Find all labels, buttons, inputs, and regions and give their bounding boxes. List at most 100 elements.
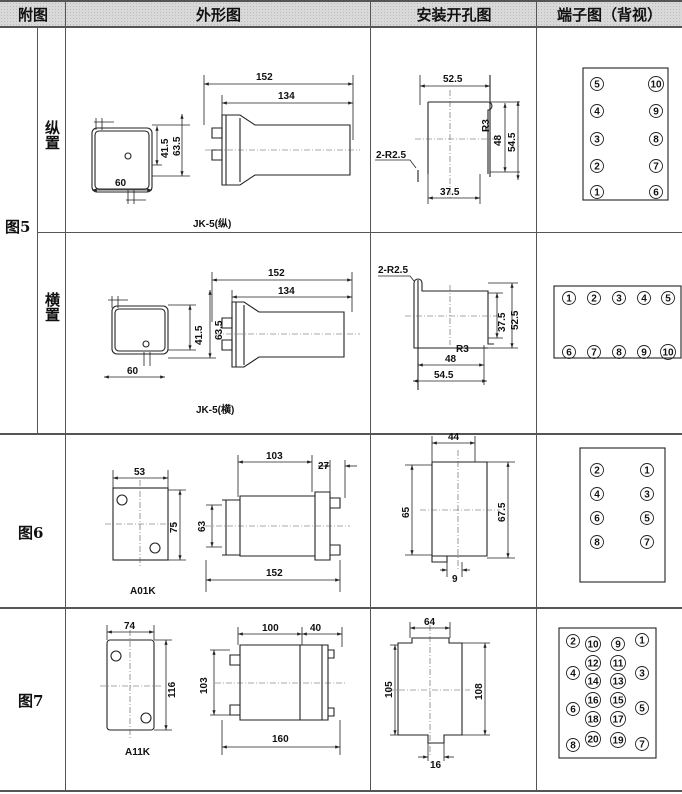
fig7-mount-drawing: 64 105 108 16 [384,617,490,771]
terminal-number: 3 [594,135,600,146]
terminal-number: 12 [587,659,599,670]
dim-label: 2-R2.5 [378,265,408,276]
fig5-horizontal-outline-drawing: 152 134 60 41.5 63.5 JK-5(横) [104,268,360,416]
terminal-number: 10 [650,80,662,91]
dim-label: 44 [448,432,460,443]
fig5-vertical-mount-drawing: 52.5 48 54.5 37.5 2-R2.5 R3 [375,74,520,204]
dim-label: 105 [384,681,395,698]
terminal-circle [587,291,601,305]
terminal-number: 7 [591,348,597,359]
terminal-number: 1 [644,466,650,477]
grid-line [0,607,682,609]
fig6-outline-drawing: 53 75 103 27 63 152 A01K [105,451,357,597]
terminal-circle [640,511,654,525]
dim-label: 41.5 [194,325,205,345]
terminal-circle [587,345,601,359]
caption: A01K [130,586,156,597]
fig6-label: 图6 [18,524,44,542]
terminal-circle [566,666,580,680]
terminal-circle [585,636,601,652]
terminal-circle [660,344,676,360]
terminal-number: 1 [594,188,600,199]
dim-label: 53 [134,467,146,478]
dim-label: 60 [127,366,139,377]
fig5-label: 图5 [5,218,31,236]
terminal-number: 6 [566,348,572,359]
fig5-vertical-outline-drawing: 152 134 60 41.5 63.5 JK-5(纵) [91,72,360,230]
terminal-number: 1 [566,294,572,305]
fig6-terminal-box [579,447,666,583]
dim-label: 9 [452,574,458,585]
caption: A11K [125,747,151,758]
terminal-circle [590,463,604,477]
terminal-number: 18 [587,715,599,726]
terminal-number: 8 [616,348,622,359]
terminal-number: 9 [653,107,659,118]
terminal-circle [590,77,604,91]
grid-line [0,790,682,792]
terminal-number: 5 [644,514,650,525]
dim-label: 16 [430,760,442,771]
grid-line [65,0,66,792]
dim-label: 65 [401,506,412,518]
terminal-number: 4 [594,107,600,118]
terminal-number: 16 [587,696,599,707]
terminal-circle [640,463,654,477]
dim-label: 2-R2.5 [376,150,406,161]
terminal-circle [649,159,663,173]
dim-label: 160 [272,734,289,745]
dim-label: 134 [278,91,295,102]
dim-label: 75 [169,521,180,533]
terminal-circle [590,487,604,501]
terminal-circle [610,711,626,727]
terminal-number: 2 [594,466,600,477]
dim-label: 52.5 [510,310,521,330]
terminal-circle [566,738,580,752]
dim-label: 116 [167,681,178,698]
dim-label: 37.5 [440,187,460,198]
terminal-circle [610,655,626,671]
terminal-number: 6 [570,705,576,716]
dim-label: 40 [310,623,322,634]
terminal-number: 5 [665,294,671,305]
dim-label: 152 [256,72,273,83]
dim-label: 63.5 [214,320,225,340]
terminal-number: 10 [587,640,599,651]
terminal-number: 8 [594,538,600,549]
dim-label: 63 [197,520,208,532]
caption: JK-5(纵) [193,217,231,230]
dim-label: 74 [124,621,136,632]
dim-label: 54.5 [507,132,518,152]
terminal-number: 9 [615,640,621,651]
terminal-circle [612,291,626,305]
terminal-number: 14 [587,677,599,688]
terminal-circle [585,692,601,708]
terminal-number: 7 [644,538,650,549]
terminal-number: 5 [639,704,645,715]
terminal-number: 15 [612,696,624,707]
terminal-number: 6 [594,514,600,525]
dim-label: 100 [262,623,279,634]
grid-line [370,0,371,792]
terminal-number: 4 [570,669,576,680]
terminal-circle [649,104,663,118]
terminal-number: 1 [639,636,645,647]
terminal-number: 19 [612,736,624,747]
fig5-horizontal-mount-drawing: 2-R2.5 37.5 52.5 R3 48 54.5 [378,265,521,390]
terminal-circle [649,185,663,199]
grid-line [37,232,682,233]
terminal-circle [610,673,626,689]
terminal-circle [562,345,576,359]
fig7-outline-drawing: 100 40 74 116 103 160 A11K [100,621,345,758]
terminal-number: 20 [587,735,599,746]
dim-label: 52.5 [443,74,463,85]
terminal-circle [649,132,663,146]
terminal-number: 5 [594,80,600,91]
dim-label: 63.5 [172,136,183,156]
terminal-circle [590,104,604,118]
terminal-number: 17 [612,715,624,726]
terminal-circle [590,159,604,173]
terminal-circle [612,345,626,359]
dim-label: 54.5 [434,370,454,381]
dim-label: 103 [199,677,210,694]
